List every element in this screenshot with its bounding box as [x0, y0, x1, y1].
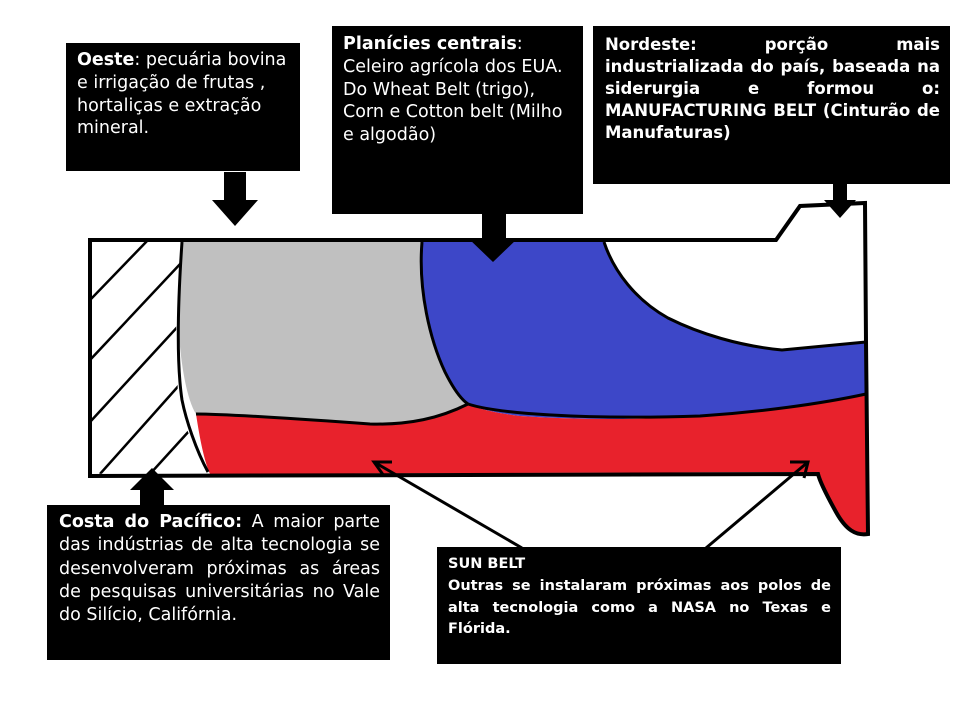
down-arrow-icon [824, 182, 856, 218]
west-region [178, 242, 468, 425]
pacific-heading: Costa do Pacífico: [59, 512, 243, 532]
down-arrow-icon [212, 172, 258, 226]
pacific-coast-callout: Costa do Pacífico: A maior parte das ind… [47, 505, 390, 660]
country-outline [88, 200, 871, 537]
down-arrow-icon [468, 212, 518, 262]
west-heading: Oeste [77, 50, 135, 70]
pacific-hatch [90, 242, 191, 474]
west-text: : pecuária bovina e irrigação de frutas … [77, 50, 287, 139]
pointer-arrow-icon [371, 460, 810, 550]
central-plains-heading: Planícies centrais [343, 34, 517, 54]
west-callout: Oeste: pecuária bovina e irrigação de fr… [66, 43, 300, 171]
central-plains-callout: Planícies centrais: Celeiro agrícola dos… [332, 26, 583, 214]
central-plains-line1: Celeiro agrícola dos EUA. Do Wheat Belt … [343, 56, 563, 100]
sun-belt-region [196, 394, 868, 535]
central-plains-colon: : [516, 34, 523, 54]
northeast-text: Nordeste: porção mais industrializada do… [605, 35, 940, 142]
central-plains-line2: Corn e Cotton belt (Milho e algodão) [343, 102, 563, 145]
sun-belt-callout: SUN BELT Outras se instalaram próximas a… [437, 547, 841, 664]
pacific-text: A maior parte das indústrias de alta tec… [59, 512, 380, 626]
region-borders [176, 241, 867, 473]
central-plains-region [421, 242, 866, 419]
sun-belt-text: Outras se instalaram próximas aos polos … [448, 577, 831, 638]
sun-belt-title: SUN BELT [448, 556, 526, 572]
northeast-callout: Nordeste: porção mais industrializada do… [593, 26, 950, 184]
up-arrow-icon [130, 468, 174, 507]
